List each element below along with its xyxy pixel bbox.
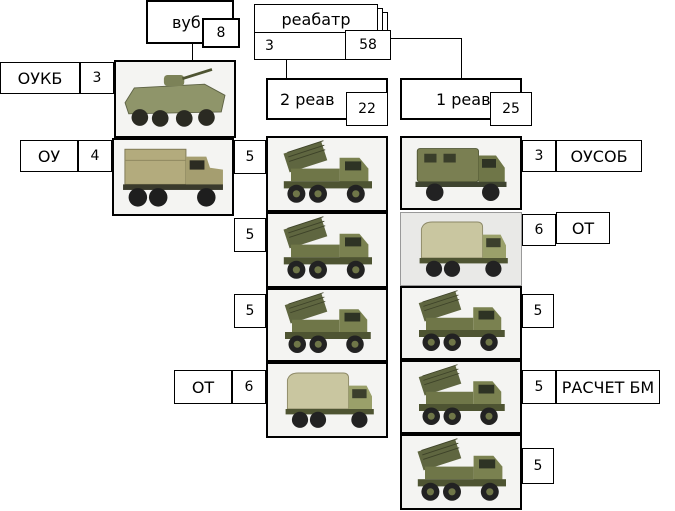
battalion2-count: 22 — [358, 101, 376, 117]
battalion1-row4-count: 5 — [534, 379, 544, 395]
vub-count: 8 — [216, 25, 226, 41]
battalion2-row3-count-box: 5 — [234, 294, 266, 328]
battalion1-row1-count-box: 3 — [522, 140, 556, 172]
battalion1-row4-label-box: РАСЧЕТ БМ — [556, 370, 660, 404]
battalion2-row3-count: 5 — [245, 303, 255, 319]
battalion2-count-box: 22 — [346, 92, 388, 126]
mlrs-launcher-icon — [266, 136, 388, 212]
battalion1-row5-count-box: 5 — [522, 448, 554, 484]
reabatr-small-count-box: 3 — [254, 32, 346, 60]
connector-line — [461, 38, 462, 78]
battalion1-row1-label-box: ОУСОБ — [556, 140, 642, 172]
btr-apc-icon — [114, 60, 236, 138]
mlrs-launcher-icon — [400, 434, 522, 510]
battalion2-label: 2 реав — [280, 89, 335, 109]
mlrs-launcher-icon — [400, 286, 522, 360]
battalion1-count-box: 25 — [490, 92, 532, 126]
battalion2-row4-count: 6 — [244, 379, 254, 395]
battalion1-row2-label-box: ОТ — [556, 212, 610, 244]
kamaz-covered-truck-icon — [400, 212, 522, 286]
battalion1-row2-label: ОТ — [571, 218, 595, 238]
battalion1-row5-count: 5 — [533, 458, 543, 474]
kamaz-covered-truck-icon — [266, 362, 388, 438]
battalion1-row4-label: РАСЧЕТ БМ — [561, 377, 655, 397]
battalion2-row4-label: ОТ — [191, 377, 215, 397]
battalion2-row1-count: 5 — [245, 149, 255, 165]
battalion1-row2-count: 6 — [534, 222, 544, 238]
oukb-count: 3 — [92, 70, 102, 86]
battalion1-row4-count-box: 5 — [522, 370, 556, 404]
oukb-label-box: ОУКБ — [0, 62, 80, 94]
mlrs-launcher-icon — [400, 360, 522, 434]
mlrs-launcher-icon — [266, 288, 388, 362]
battalion1-row1-label: ОУСОБ — [570, 146, 628, 166]
battalion2-row4-count-box: 6 — [232, 370, 266, 404]
battalion1-count: 25 — [502, 101, 520, 117]
reabatr-box: реабатр — [254, 4, 378, 34]
battalion1-row3-count: 5 — [533, 303, 543, 319]
battalion1-label: 1 реав — [436, 89, 491, 109]
oukb-count-box: 3 — [80, 62, 114, 94]
ou-label-box: ОУ — [20, 140, 78, 172]
battalion2-row4-label-box: ОТ — [174, 370, 232, 404]
reabatr-label: реабатр — [281, 9, 351, 29]
battalion2-row1-count-box: 5 — [234, 140, 266, 174]
ou-count-box: 4 — [78, 140, 112, 172]
battalion1-row3-count-box: 5 — [522, 294, 554, 328]
battalion2-row2-count: 5 — [245, 227, 255, 243]
reabatr-small-count: 3 — [265, 38, 274, 54]
reabatr-total-count: 58 — [359, 37, 377, 53]
ural-cargo-truck-icon — [112, 138, 234, 216]
reabatr-total-count-box: 58 — [345, 30, 391, 60]
vub-count-box: 8 — [202, 18, 240, 48]
gaz66-van-icon — [400, 136, 522, 210]
ou-count: 4 — [90, 148, 100, 164]
battalion2-row2-count-box: 5 — [234, 218, 266, 252]
battalion1-row2-count-box: 6 — [522, 214, 556, 246]
mlrs-launcher-icon — [266, 212, 388, 288]
ou-label: ОУ — [37, 146, 61, 166]
vub-label: вуб — [172, 12, 201, 32]
oukb-label: ОУКБ — [17, 68, 63, 88]
battalion1-row1-count: 3 — [534, 148, 544, 164]
connector-line — [192, 44, 193, 62]
